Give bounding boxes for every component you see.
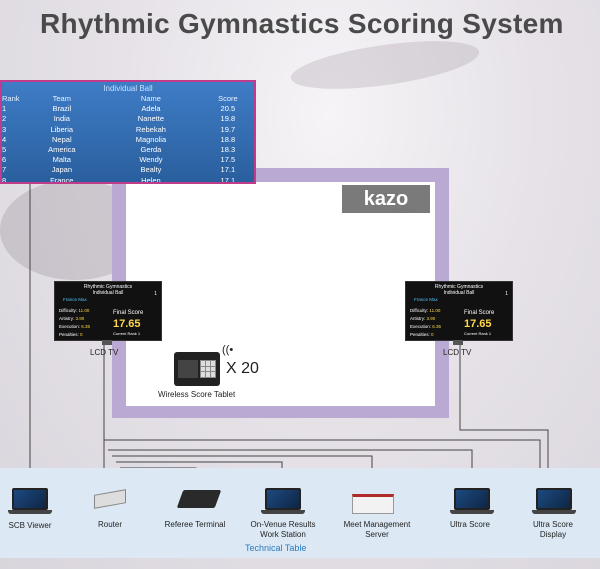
scb-viewer-label: SCB Viewer: [0, 521, 75, 531]
leaderboard-cell: Malta: [20, 155, 105, 165]
leaderboard-cell: 18.3: [198, 145, 256, 155]
tv-penalties: 0: [431, 332, 434, 337]
tablet-keypad: [200, 360, 216, 378]
tv-artistry: 3.90: [427, 316, 436, 321]
ultra-score-label: Ultra Score: [425, 520, 515, 530]
leaderboard-cell: 20.5: [198, 104, 256, 114]
tablet-count: X 20: [226, 360, 259, 378]
wifi-icon: ((•: [222, 344, 233, 356]
leaderboard-cell: 19.8: [198, 114, 256, 124]
leaderboard-header: Team: [20, 94, 105, 104]
leaderboard-cell: 8: [2, 176, 20, 185]
meet-server-label: Meet Management Server: [332, 520, 422, 540]
technical-table-title: Technical Table: [245, 543, 306, 553]
leaderboard-cell: 6: [2, 155, 20, 165]
lcd-tv-left: Rhythmic Gymnastics Individual Ball 1 Fr…: [54, 281, 162, 341]
ultra-score-laptop: [454, 488, 494, 514]
ultra-display-label: Ultra Score Display: [508, 520, 598, 540]
tv-player: France Max: [414, 297, 438, 302]
tv-event: Individual Ball: [406, 290, 512, 296]
leaderboard-cell: 17.5: [198, 155, 256, 165]
leaderboard-header: Name: [104, 94, 198, 104]
router-label: Router: [65, 520, 155, 530]
tv-final-label: Final Score: [113, 310, 143, 316]
leaderboard-cell: Gerda: [104, 145, 198, 155]
leaderboard-cell: India: [20, 114, 105, 124]
leaderboard-cell: Wendy: [104, 155, 198, 165]
leaderboard-cell: 17.1: [198, 165, 256, 175]
tv-event: Individual Ball: [55, 290, 161, 296]
scb-viewer-laptop: [12, 488, 52, 514]
leaderboard-cell: Adela: [104, 104, 198, 114]
tv-difficulty: 11.00: [78, 308, 89, 313]
tv-final-label: Final Score: [464, 310, 494, 316]
tv-penalties: 0: [80, 332, 83, 337]
tv-final-value: 17.65: [113, 318, 141, 330]
leaderboard-cell: Magnolia: [104, 135, 198, 145]
leaderboard-cell: Liberia: [20, 125, 105, 135]
on-venue-laptop: [265, 488, 305, 514]
tv-number: 1: [154, 291, 157, 297]
leaderboard-cell: America: [20, 145, 105, 155]
leaderboard-header: Score: [198, 94, 256, 104]
leaderboard-cell: 3: [2, 125, 20, 135]
tv-score-rows: Difficulty: 11.00 Artistry: 3.90 Executi…: [59, 307, 90, 339]
brand-logo: kazo: [342, 185, 430, 213]
tv-current-rank: Current Rank 1: [464, 331, 491, 336]
leaderboard-cell: Brazil: [20, 104, 105, 114]
tablet-label: Wireless Score Tablet: [158, 390, 235, 399]
referee-terminal-device: [180, 490, 218, 508]
leaderboard-cell: 19.7: [198, 125, 256, 135]
tv-final-value: 17.65: [464, 318, 492, 330]
leaderboard-cell: 17.1: [198, 176, 256, 185]
leaderboard-cell: Nepal: [20, 135, 105, 145]
tv-execution: 6.35: [432, 324, 441, 329]
leaderboard-cell: Japan: [20, 165, 105, 175]
leaderboard-cell: 2: [2, 114, 20, 124]
tv-execution: 6.35: [81, 324, 90, 329]
leaderboard-cell: Nanette: [104, 114, 198, 124]
leaderboard-cell: 18.8: [198, 135, 256, 145]
tablet-display: [178, 360, 198, 378]
score-tablet: [174, 352, 220, 386]
tv-score-rows: Difficulty: 11.00 Artistry: 3.90 Executi…: [410, 307, 441, 339]
leaderboard-cell: Rebekah: [104, 125, 198, 135]
meet-server-device: [352, 494, 394, 514]
tv-current-rank: Current Rank 1: [113, 331, 140, 336]
leaderboard-cell: 7: [2, 165, 20, 175]
tv-artistry: 3.90: [76, 316, 85, 321]
tv-player: France Max: [63, 297, 87, 302]
leaderboard-cell: 1: [2, 104, 20, 114]
tv-difficulty: 11.00: [429, 308, 440, 313]
leaderboard-cell: Bealty: [104, 165, 198, 175]
leaderboard-cell: 5: [2, 145, 20, 155]
leaderboard-cell: Helen: [104, 176, 198, 185]
leaderboard-cell: 4: [2, 135, 20, 145]
leaderboard-title: Individual Ball: [2, 84, 254, 93]
brand-logo-sub: vision: [395, 208, 413, 215]
router-device: [94, 492, 126, 506]
tv-label-right: LCD TV: [443, 348, 471, 357]
floor-area: [126, 182, 435, 406]
leaderboard-header: Rank: [2, 94, 20, 104]
tv-stand: [102, 340, 112, 345]
referee-terminal-label: Referee Terminal: [150, 520, 240, 530]
on-venue-label: On-Venue Results Work Station: [238, 520, 328, 540]
ultra-display-laptop: [536, 488, 576, 514]
leaderboard-cell: France: [20, 176, 105, 185]
tv-label-left: LCD TV: [90, 348, 118, 357]
tv-number: 1: [505, 291, 508, 297]
tv-stand: [453, 340, 463, 345]
lcd-tv-right: Rhythmic Gymnastics Individual Ball 1 Fr…: [405, 281, 513, 341]
